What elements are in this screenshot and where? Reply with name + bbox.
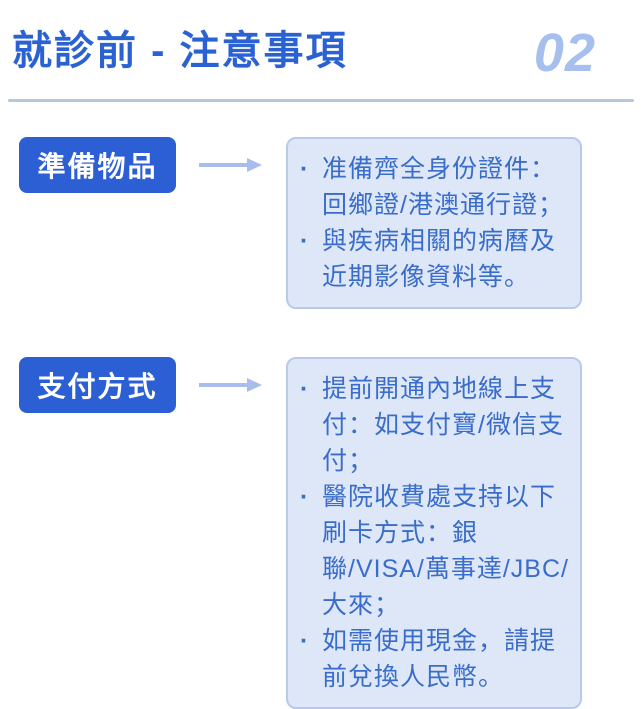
- preparation-tag-button: 準備物品: [19, 137, 176, 193]
- page-title: 就診前 - 注意事項: [12, 29, 348, 73]
- divider-line: [8, 99, 634, 102]
- bullet-icon: ·: [300, 155, 309, 183]
- preparation-tag-label: 準備物品: [37, 151, 158, 182]
- list-item: · 醫院收費處支持以下刷卡方式：銀聯/VISA/萬事達/JBC/大來；: [300, 479, 572, 623]
- page-number: 02: [533, 23, 596, 83]
- list-item-text: 與疾病相關的病曆及近期影像資料等。: [322, 227, 557, 291]
- bullet-icon: ·: [300, 375, 309, 403]
- bullet-icon: ·: [300, 227, 309, 255]
- list-item: · 與疾病相關的病曆及近期影像資料等。: [300, 223, 572, 295]
- bullet-icon: ·: [300, 483, 309, 511]
- payment-tag-label: 支付方式: [37, 371, 158, 402]
- list-item-text: 醫院收費處支持以下刷卡方式：銀聯/VISA/萬事達/JBC/大來；: [322, 483, 569, 619]
- bullet-icon: ·: [300, 627, 309, 655]
- list-item-text: 准備齊全身份證件：回鄉證/港澳通行證；: [322, 155, 564, 219]
- preparation-info-box: · 准備齊全身份證件：回鄉證/港澳通行證； · 與疾病相關的病曆及近期影像資料等…: [286, 137, 582, 309]
- list-item: · 准備齊全身份證件：回鄉證/港澳通行證；: [300, 151, 572, 223]
- list-item-text: 如需使用現金，請提前兌換人民幣。: [322, 627, 557, 691]
- list-item-text: 提前開通內地線上支付：如支付寶/微信支付；: [322, 375, 564, 475]
- payment-info-box: · 提前開通內地線上支付：如支付寶/微信支付； · 醫院收費處支持以下刷卡方式：…: [286, 357, 582, 709]
- arrow-right-icon: [199, 158, 262, 172]
- payment-tag-button: 支付方式: [19, 357, 176, 413]
- arrow-right-icon: [199, 378, 262, 392]
- list-item: · 如需使用現金，請提前兌換人民幣。: [300, 623, 572, 695]
- list-item: · 提前開通內地線上支付：如支付寶/微信支付；: [300, 371, 572, 479]
